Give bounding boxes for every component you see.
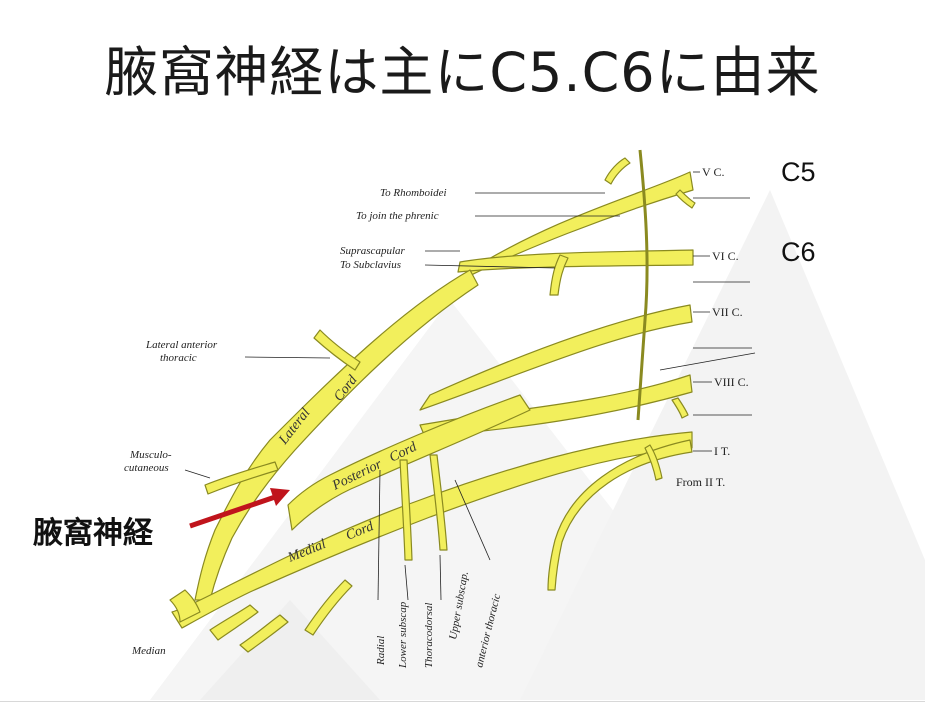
- nerve-root-c6: [457, 249, 694, 273]
- annotation-lat-ant-thoracic-2: thoracic: [160, 352, 197, 364]
- annotation-lat-ant-thoracic-1: Lateral anterior: [145, 339, 218, 351]
- root-label-from-ii-t: From II T.: [676, 475, 725, 489]
- annotation-suprascapular: Suprascapular: [340, 245, 406, 257]
- divider: [0, 701, 925, 702]
- annotation-thoracodorsal: Thoracodorsal: [423, 603, 435, 668]
- median-nerve: [169, 589, 201, 623]
- root-label-it: I T.: [714, 444, 730, 458]
- axillary-nerve-callout: 腋窩神経: [33, 516, 153, 551]
- root-label-vii: VII C.: [712, 305, 743, 319]
- annotation-anterior-thoracic: anterior thoracic: [473, 592, 503, 668]
- root-label-vi: VI C.: [712, 249, 739, 263]
- annotation-lower-subscap: Lower subscap: [397, 601, 409, 669]
- root-label-v: V C.: [702, 165, 724, 179]
- annotation-phrenic: To join the phrenic: [356, 210, 439, 222]
- annotation-upper-subscap: Upper subscap.: [447, 570, 471, 640]
- annotation-rhomboidei: To Rhomboidei: [380, 187, 447, 199]
- annotation-radial: Radial: [375, 636, 387, 666]
- annotation-subclavius: To Subclavius: [340, 259, 401, 271]
- slide-title: 腋窩神経は主にC5.C6に由来: [104, 41, 821, 104]
- segment-label-c5: C5: [781, 157, 816, 187]
- annotation-median: Median: [131, 645, 166, 657]
- root-label-viii: VIII C.: [714, 375, 749, 389]
- annotation-musculo-2: cutaneous: [124, 462, 169, 474]
- nerve-root-t1: [171, 431, 693, 629]
- callout-arrow: [189, 488, 290, 529]
- posterior-cord: [287, 394, 531, 531]
- nerve-root-c7: [419, 304, 693, 411]
- annotation-musculo-1: Musculo-: [129, 449, 172, 461]
- segment-label-c6: C6: [781, 237, 816, 267]
